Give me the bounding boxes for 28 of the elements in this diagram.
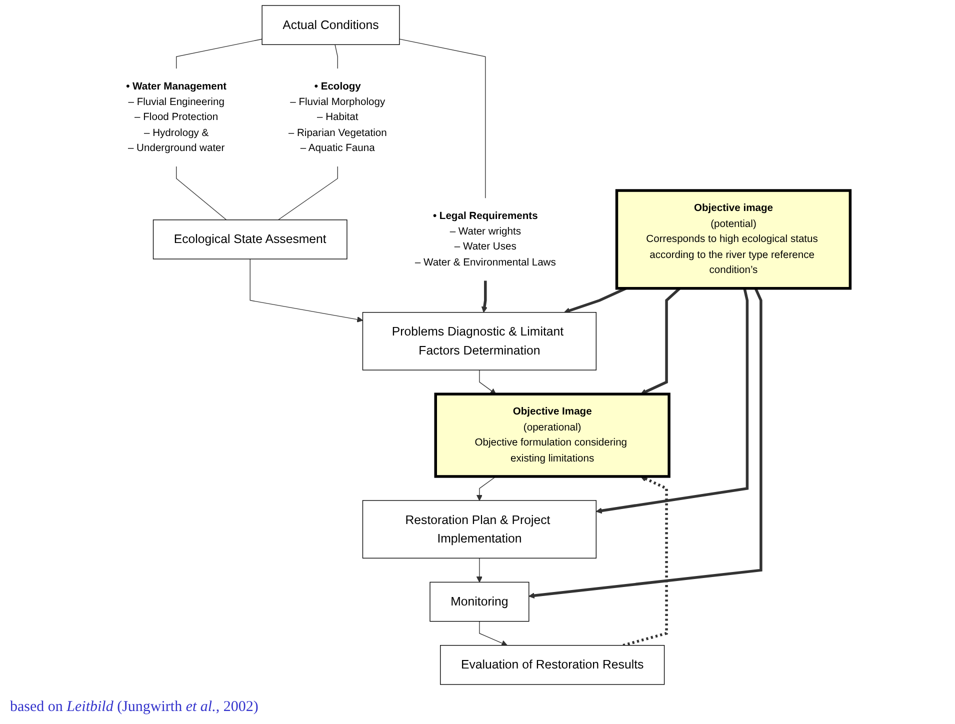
arrow xyxy=(476,476,496,501)
arrow xyxy=(478,370,496,394)
node-box: Objective Image (operational) Objective formulation considering existing limitations xyxy=(434,392,670,478)
citation-note: based on Leitbild (Jungwirth et al., 2002) xyxy=(10,699,258,716)
node-box: Ecological State Assesment xyxy=(152,220,347,260)
arrow xyxy=(481,280,488,313)
arrow xyxy=(476,558,482,582)
arrow xyxy=(596,288,748,514)
node-box: Evaluation of Restoration Results xyxy=(440,645,664,685)
arrow xyxy=(528,288,762,599)
arrow xyxy=(622,476,668,647)
connector xyxy=(334,44,338,69)
connector xyxy=(398,38,486,199)
arrow xyxy=(640,287,680,395)
node-text: • Water Management – Fluvial Engineering – Flood Protection – Hydrology & – Underground water xyxy=(126,80,226,154)
node-text: • Legal Requirements – Water wrights – Water Uses – Water & Environmental Laws xyxy=(414,210,556,268)
node-box: Objective image (potential) Corresponds to high ecological status according to the river type reference condition’s xyxy=(615,189,852,290)
arrow xyxy=(249,258,363,322)
connector xyxy=(176,38,262,69)
arrow xyxy=(564,287,626,314)
node-text: • Ecology – Fluvial Morphology – Habitat – Riparian Vegetation – Aquatic Fauna xyxy=(288,80,387,154)
connector xyxy=(278,166,338,220)
connector xyxy=(176,166,226,220)
arrow xyxy=(478,620,508,646)
node-box: Monitoring xyxy=(429,582,529,622)
node-box: Actual Conditions xyxy=(261,5,400,45)
node-box: Restoration Plan & Project Implementation xyxy=(362,500,596,558)
node-box: Problems Diagnostic & Limitant Factors Determination xyxy=(362,312,596,370)
